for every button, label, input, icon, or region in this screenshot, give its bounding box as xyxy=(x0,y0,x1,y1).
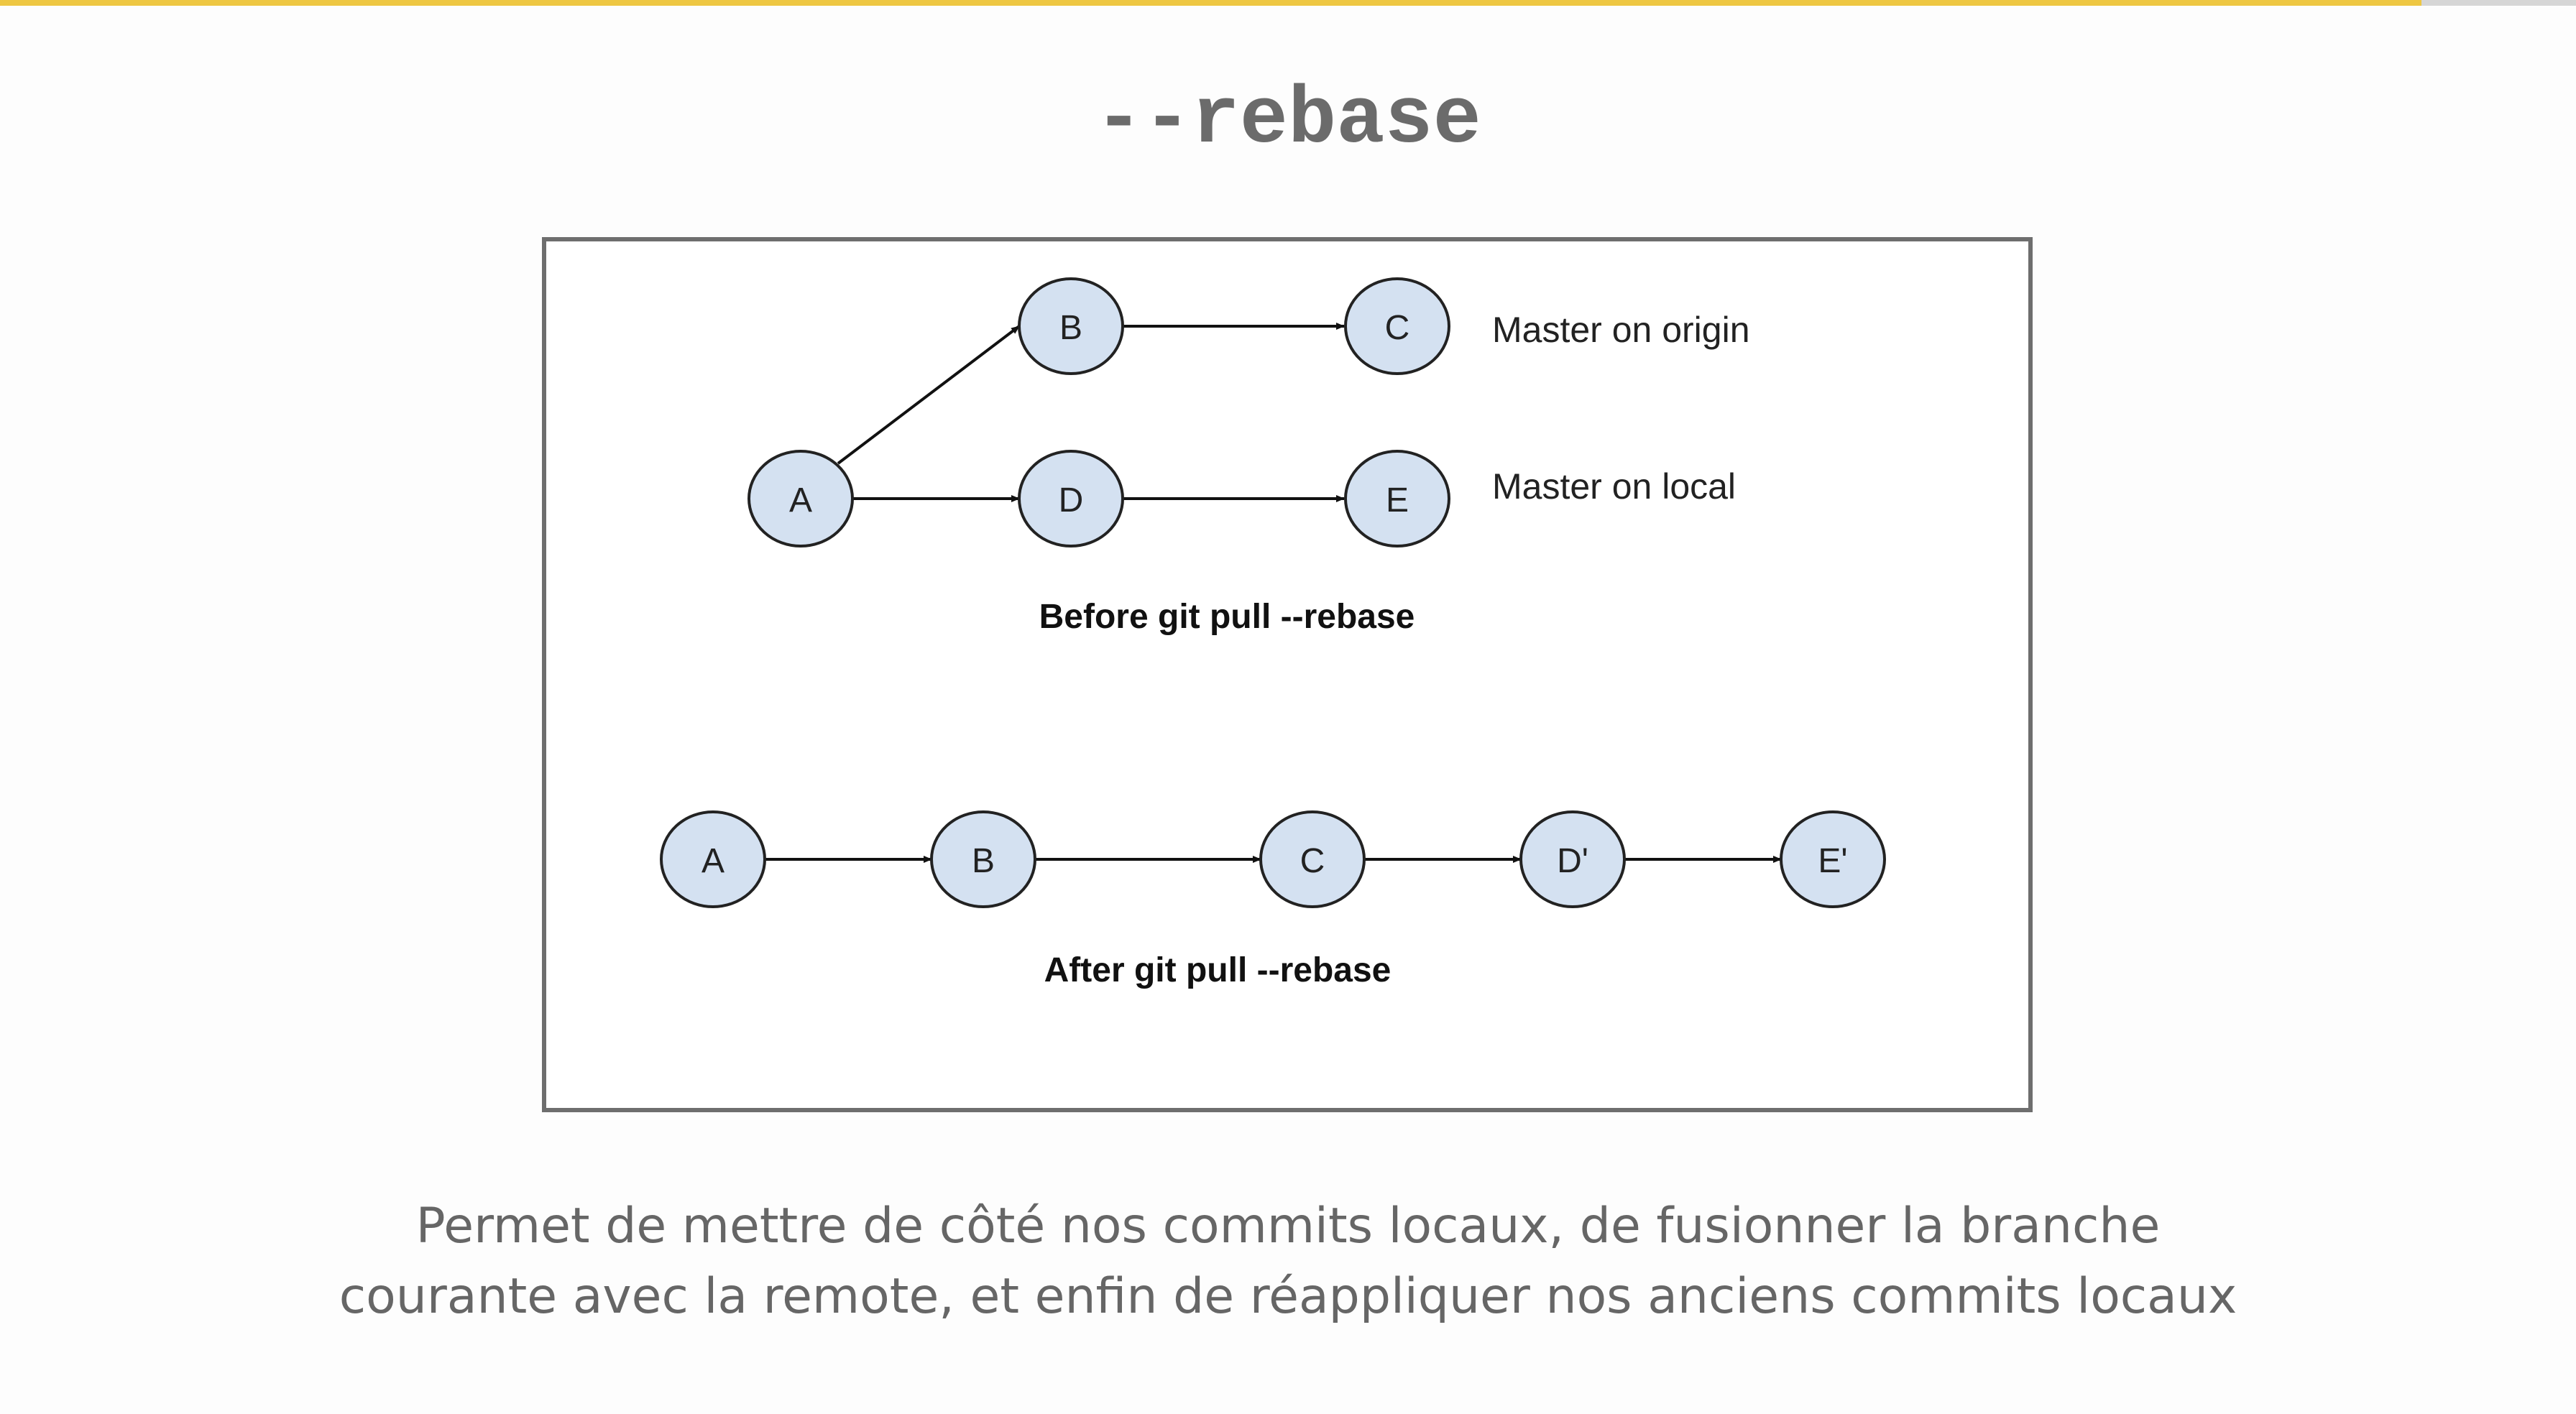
commit-label: C xyxy=(1385,309,1410,347)
branch-label-local: Master on local xyxy=(1492,466,1736,507)
commit-label: B xyxy=(972,842,995,880)
progress-track xyxy=(0,0,2576,6)
commit-label: E xyxy=(1386,481,1409,519)
commit-node-d-prime-after: D' xyxy=(1519,810,1626,908)
commit-node-e-before: E xyxy=(1344,450,1450,547)
commit-label: D xyxy=(1059,481,1084,519)
commit-node-d-before: D xyxy=(1018,450,1124,547)
after-caption: After git pull --rebase xyxy=(1044,951,1392,989)
slide-title: --rebase xyxy=(1095,75,1481,166)
commit-node-e-prime-after: E' xyxy=(1780,810,1886,908)
commit-node-b-before: B xyxy=(1018,277,1124,375)
rebase-diagram: A B C D E Master on origin Master on loc… xyxy=(542,237,2033,1112)
commit-label: E' xyxy=(1818,842,1847,880)
commit-node-c-before: C xyxy=(1344,277,1450,375)
commit-label: A xyxy=(702,842,724,880)
progress-bar xyxy=(0,0,2421,6)
commit-node-a-before: A xyxy=(748,450,854,547)
slide-description: Permet de mettre de côté nos commits loc… xyxy=(0,1191,2576,1332)
branch-label-origin: Master on origin xyxy=(1492,310,1750,350)
before-caption: Before git pull --rebase xyxy=(1039,598,1415,636)
commit-node-b-after: B xyxy=(930,810,1036,908)
commit-label: B xyxy=(1059,309,1082,347)
commit-label: A xyxy=(789,481,812,519)
edge-a-b-before xyxy=(837,325,1021,465)
description-line-2: courante avec la remote, et enfin de réa… xyxy=(339,1268,2237,1325)
commit-node-a-after: A xyxy=(660,810,766,908)
description-line-1: Permet de mettre de côté nos commits loc… xyxy=(415,1198,2161,1254)
commit-label: D' xyxy=(1557,842,1588,880)
diagram-svg: A B C D E Master on origin Master on loc… xyxy=(660,277,1886,989)
commit-label: C xyxy=(1300,842,1325,880)
commit-node-c-after: C xyxy=(1259,810,1366,908)
